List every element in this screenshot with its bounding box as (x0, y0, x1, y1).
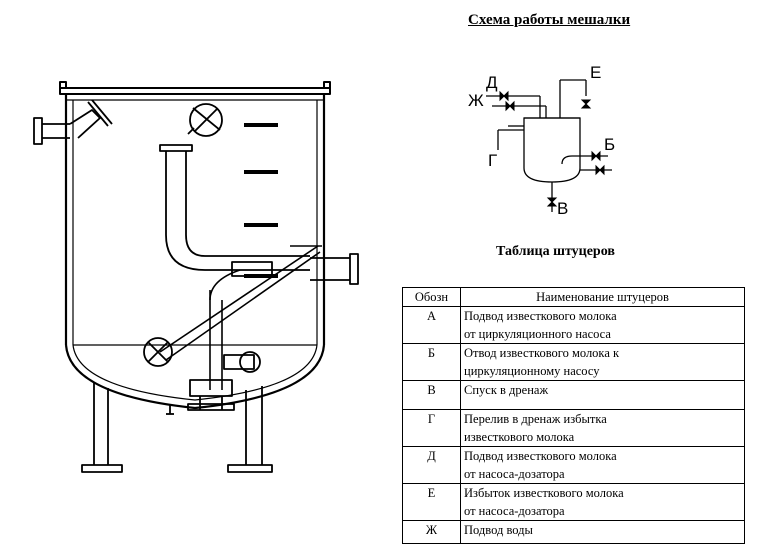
tank-legs (81, 383, 273, 473)
row-code: В (402, 380, 461, 410)
table-row: Ж Подвод воды (402, 520, 745, 544)
scheme-label-v: В (557, 199, 568, 218)
scheme-title: Схема работы мешалки (468, 12, 631, 28)
row-name: Подвод известкового молока от циркуляцион… (460, 306, 745, 344)
bottom-drain (166, 379, 235, 415)
table-title: Таблица штуцеров (496, 244, 615, 259)
scheme-label-e: Е (590, 63, 601, 82)
row-code: Ж (402, 520, 461, 544)
scheme-label-b: Б (604, 135, 615, 154)
table-header-name: Наименование штуцеров (460, 287, 745, 307)
table-row: Б Отвод известкового молока к циркуляцион… (402, 343, 745, 381)
row-code: Д (402, 446, 461, 484)
diagonal-support (159, 245, 322, 390)
table-row: Д Подвод известкового молока от насоса-до… (402, 446, 745, 484)
row-name-line: Спуск в дренаж (464, 383, 549, 397)
table-row: А Подвод известкового молока от циркуляци… (402, 306, 745, 344)
row-name-line: от насоса-дозатора (464, 504, 565, 518)
scheme-label-g: Г (488, 151, 497, 170)
row-name: Избыток известкового молока от насоса-доз… (460, 483, 745, 521)
row-name: Подвод известкового молока от насоса-доза… (460, 446, 745, 484)
tank-body (59, 81, 331, 410)
row-name: Отвод известкового молока к циркуляционно… (460, 343, 745, 381)
lower-valve (143, 337, 173, 367)
row-name: Подвод воды (460, 520, 745, 544)
row-code: Б (402, 343, 461, 381)
scheme-label-d: Д (486, 73, 498, 92)
row-name-line: циркуляционному насосу (464, 364, 600, 378)
row-name-line: Подвод известкового молока (464, 309, 617, 323)
top-valve (187, 103, 223, 137)
side-outlet (223, 351, 261, 373)
row-name-line: Перелив в дренаж избытка (464, 412, 607, 426)
scheme (486, 79, 612, 212)
row-name: Перелив в дренаж избытка известкового мол… (460, 409, 745, 447)
row-name-line: Подвод воды (464, 523, 533, 537)
inner-pipe (159, 144, 310, 271)
row-name-line: Отвод известкового молока к (464, 346, 620, 360)
row-code: Е (402, 483, 461, 521)
row-name-line: известкового молока (464, 430, 575, 444)
table-header-row: Обозн Наименование штуцеров (402, 287, 745, 307)
scheme-label-zh: Ж (468, 91, 484, 110)
row-name-line: Подвод известкового молока (464, 449, 617, 463)
scheme-valves (499, 90, 605, 207)
right-nozzle (231, 253, 359, 285)
table-header-code: Обозн (402, 287, 461, 307)
nozzle-table: Обозн Наименование штуцеров А Подвод изв… (402, 287, 745, 544)
baffles (244, 123, 278, 278)
row-code: Г (402, 409, 461, 447)
table-row: В Спуск в дренаж (402, 380, 745, 410)
row-name-line: от насоса-дозатора (464, 467, 565, 481)
left-nozzle (33, 99, 113, 145)
row-code: А (402, 306, 461, 344)
row-name-line: Избыток известкового молока (464, 486, 624, 500)
row-name: Спуск в дренаж (460, 380, 745, 410)
table-row: Е Избыток известкового молока от насоса-д… (402, 483, 745, 521)
table-row: Г Перелив в дренаж избытка известкового м… (402, 409, 745, 447)
row-name-line: от циркуляционного насоса (464, 327, 611, 341)
